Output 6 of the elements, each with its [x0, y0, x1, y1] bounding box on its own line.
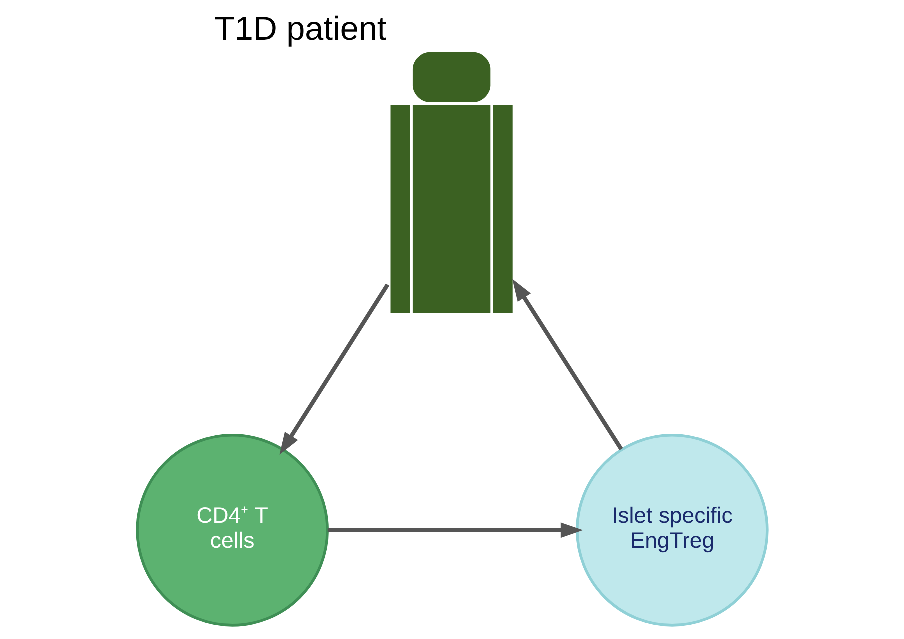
arrow: [279, 284, 390, 455]
node-circle: Islet specific EngTreg: [575, 434, 768, 627]
arrow: [512, 279, 623, 450]
arrow: [327, 522, 583, 538]
node-label: T1D patient: [214, 11, 386, 48]
node-circle: CD4⁺ T cells: [136, 434, 329, 627]
